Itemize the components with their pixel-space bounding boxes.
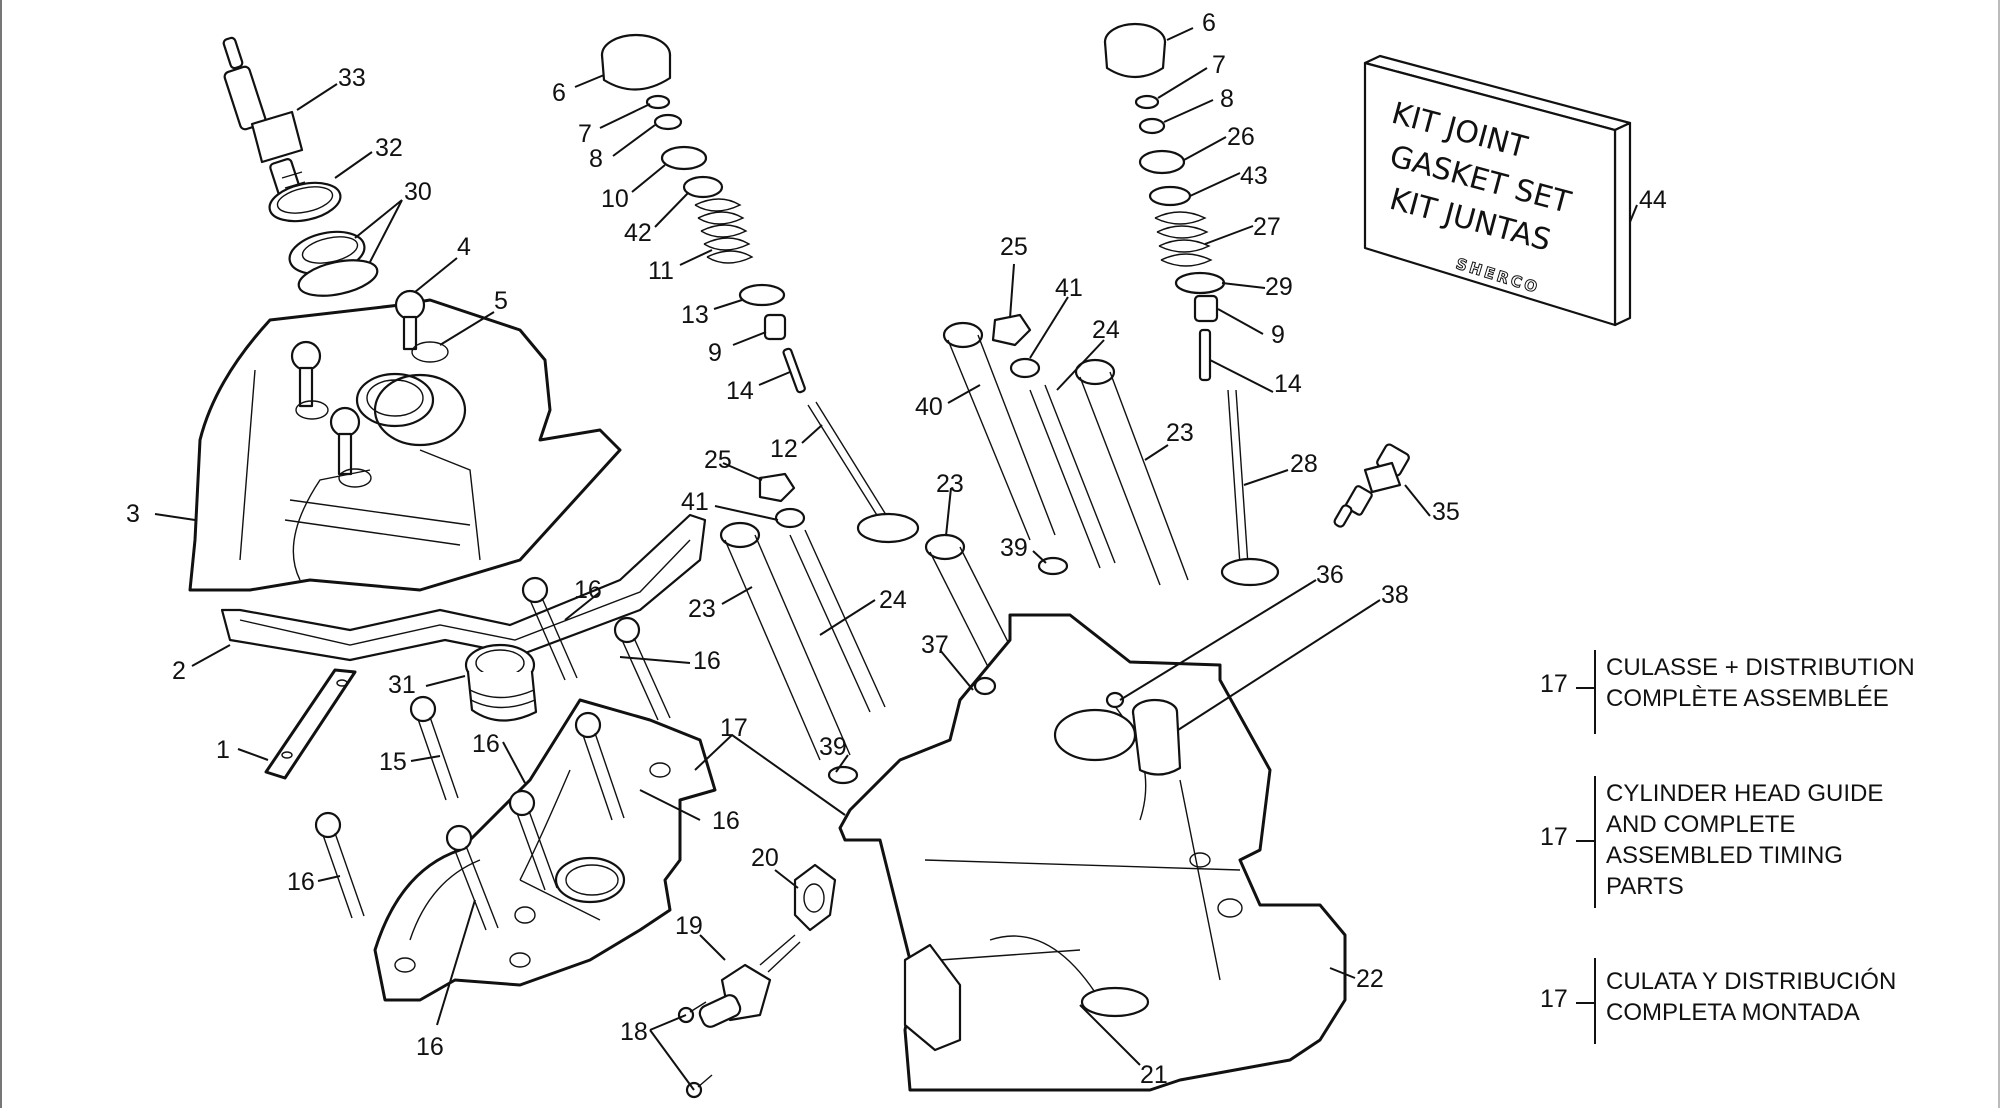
right-border bbox=[1998, 0, 2000, 1108]
callout-16-d: 16 bbox=[712, 807, 740, 835]
callout-23-mid: 23 bbox=[936, 470, 964, 498]
callout-6-right: 6 bbox=[1202, 9, 1216, 37]
callout-7-left: 7 bbox=[578, 120, 592, 148]
callout-16-e: 16 bbox=[287, 868, 315, 896]
callout-40: 40 bbox=[915, 393, 943, 421]
callout-8-left: 8 bbox=[589, 145, 603, 173]
callout-2: 2 bbox=[172, 657, 186, 685]
legend-text: CYLINDER HEAD GUIDE AND COMPLETE ASSEMBL… bbox=[1606, 780, 1884, 900]
camshaft-carrier bbox=[373, 698, 717, 1002]
callout-38: 38 bbox=[1381, 581, 1409, 609]
legend-spanish: 17 CULATA Y DISTRIBUCIÓN COMPLETA MONTAD… bbox=[1540, 958, 1980, 1044]
callout-labels: 33 32 30 4 5 3 2 1 6 7 8 10 42 11 13 9 1… bbox=[126, 9, 1667, 1089]
callout-8-right: 8 bbox=[1220, 85, 1234, 113]
exhaust-valve-stack bbox=[1103, 22, 1280, 587]
strap-plate bbox=[264, 668, 357, 780]
callout-6-left: 6 bbox=[552, 79, 566, 107]
callout-23-upper: 23 bbox=[1166, 419, 1194, 447]
callout-16-a: 16 bbox=[574, 576, 602, 604]
callout-36: 36 bbox=[1316, 561, 1344, 589]
callout-42: 42 bbox=[624, 219, 652, 247]
legend-bracket bbox=[1594, 650, 1596, 734]
legend-bracket bbox=[1594, 776, 1596, 908]
gasket-kit-box: KIT JOINT GASKET SET KIT JUNTAS SHERCO bbox=[1363, 54, 1632, 327]
callout-43: 43 bbox=[1240, 162, 1268, 190]
intake-valve-stack bbox=[600, 33, 920, 544]
callout-19: 19 bbox=[675, 912, 703, 940]
callout-25-upper: 25 bbox=[1000, 233, 1028, 261]
tensioner-screws bbox=[677, 1001, 713, 1099]
legend-ref: 17 bbox=[1540, 823, 1568, 851]
callout-16-c: 16 bbox=[472, 730, 500, 758]
callout-4: 4 bbox=[457, 233, 471, 261]
legend-text: CULATA Y DISTRIBUCIÓN COMPLETA MONTADA bbox=[1606, 968, 1897, 1026]
legend-english: 17 CYLINDER HEAD GUIDE AND COMPLETE ASSE… bbox=[1540, 776, 1980, 908]
legend-text: CULASSE + DISTRIBUTION COMPLÈTE ASSEMBLÉ… bbox=[1606, 654, 1915, 712]
temperature-sensor bbox=[1333, 443, 1410, 528]
callout-12: 12 bbox=[770, 435, 798, 463]
valve-cover bbox=[188, 289, 622, 592]
callout-23-lower: 23 bbox=[688, 595, 716, 623]
legend-ref: 17 bbox=[1540, 670, 1568, 698]
callout-13: 13 bbox=[681, 301, 709, 329]
tensioner-gasket bbox=[793, 863, 837, 932]
callout-11: 11 bbox=[648, 257, 674, 285]
callout-33: 33 bbox=[338, 64, 366, 92]
legend-bracket bbox=[1594, 958, 1596, 1044]
callout-22: 22 bbox=[1356, 965, 1384, 993]
cover-bolts bbox=[290, 289, 449, 488]
callout-21: 21 bbox=[1140, 1061, 1168, 1089]
legend-tick bbox=[1576, 840, 1594, 842]
o-rings bbox=[288, 230, 379, 297]
callout-9-left: 9 bbox=[708, 339, 722, 367]
callout-27: 27 bbox=[1253, 213, 1281, 241]
legend-french: 17 CULASSE + DISTRIBUTION COMPLÈTE ASSEM… bbox=[1540, 650, 1980, 734]
callout-28: 28 bbox=[1290, 450, 1318, 478]
callout-41-upper: 41 bbox=[1055, 274, 1083, 302]
callout-16-f: 16 bbox=[416, 1033, 444, 1061]
callout-41-lower: 41 bbox=[681, 488, 709, 516]
callout-39-lower: 39 bbox=[819, 733, 847, 761]
callout-29: 29 bbox=[1265, 273, 1293, 301]
callout-31: 31 bbox=[388, 671, 416, 699]
sealing-washer bbox=[268, 181, 342, 223]
callout-14-right: 14 bbox=[1274, 370, 1302, 398]
legend-tick bbox=[1576, 687, 1594, 689]
legend-ref: 17 bbox=[1540, 985, 1568, 1013]
callout-37: 37 bbox=[921, 631, 949, 659]
carrier-bolts bbox=[314, 576, 671, 931]
callout-25-lower: 25 bbox=[704, 446, 732, 474]
callout-14-left: 14 bbox=[726, 377, 754, 405]
left-border bbox=[0, 0, 2, 1108]
callout-3: 3 bbox=[126, 500, 140, 528]
callout-20: 20 bbox=[751, 844, 779, 872]
callout-16-b: 16 bbox=[693, 647, 721, 675]
callout-35: 35 bbox=[1432, 498, 1460, 526]
leader-lines bbox=[154, 27, 1638, 1091]
legend-tick bbox=[1576, 1002, 1594, 1004]
callout-5: 5 bbox=[494, 287, 508, 315]
callout-18: 18 bbox=[620, 1018, 648, 1046]
valve-cover-gasket bbox=[220, 513, 707, 662]
callout-24-upper: 24 bbox=[1092, 316, 1120, 344]
callout-26: 26 bbox=[1227, 123, 1255, 151]
callout-10: 10 bbox=[601, 185, 629, 213]
callout-32: 32 bbox=[375, 134, 403, 162]
chain-tensioner bbox=[698, 934, 801, 1028]
callout-9-right: 9 bbox=[1271, 321, 1285, 349]
callout-30: 30 bbox=[404, 178, 432, 206]
callout-39-upper: 39 bbox=[1000, 534, 1028, 562]
cylinder-head bbox=[838, 613, 1347, 1092]
callout-15: 15 bbox=[379, 748, 407, 776]
callout-24-lower: 24 bbox=[879, 586, 907, 614]
callout-17: 17 bbox=[720, 714, 748, 742]
callout-1: 1 bbox=[216, 736, 230, 764]
callout-7-right: 7 bbox=[1212, 51, 1226, 79]
plug-cap bbox=[464, 643, 538, 722]
callout-44: 44 bbox=[1639, 186, 1667, 214]
